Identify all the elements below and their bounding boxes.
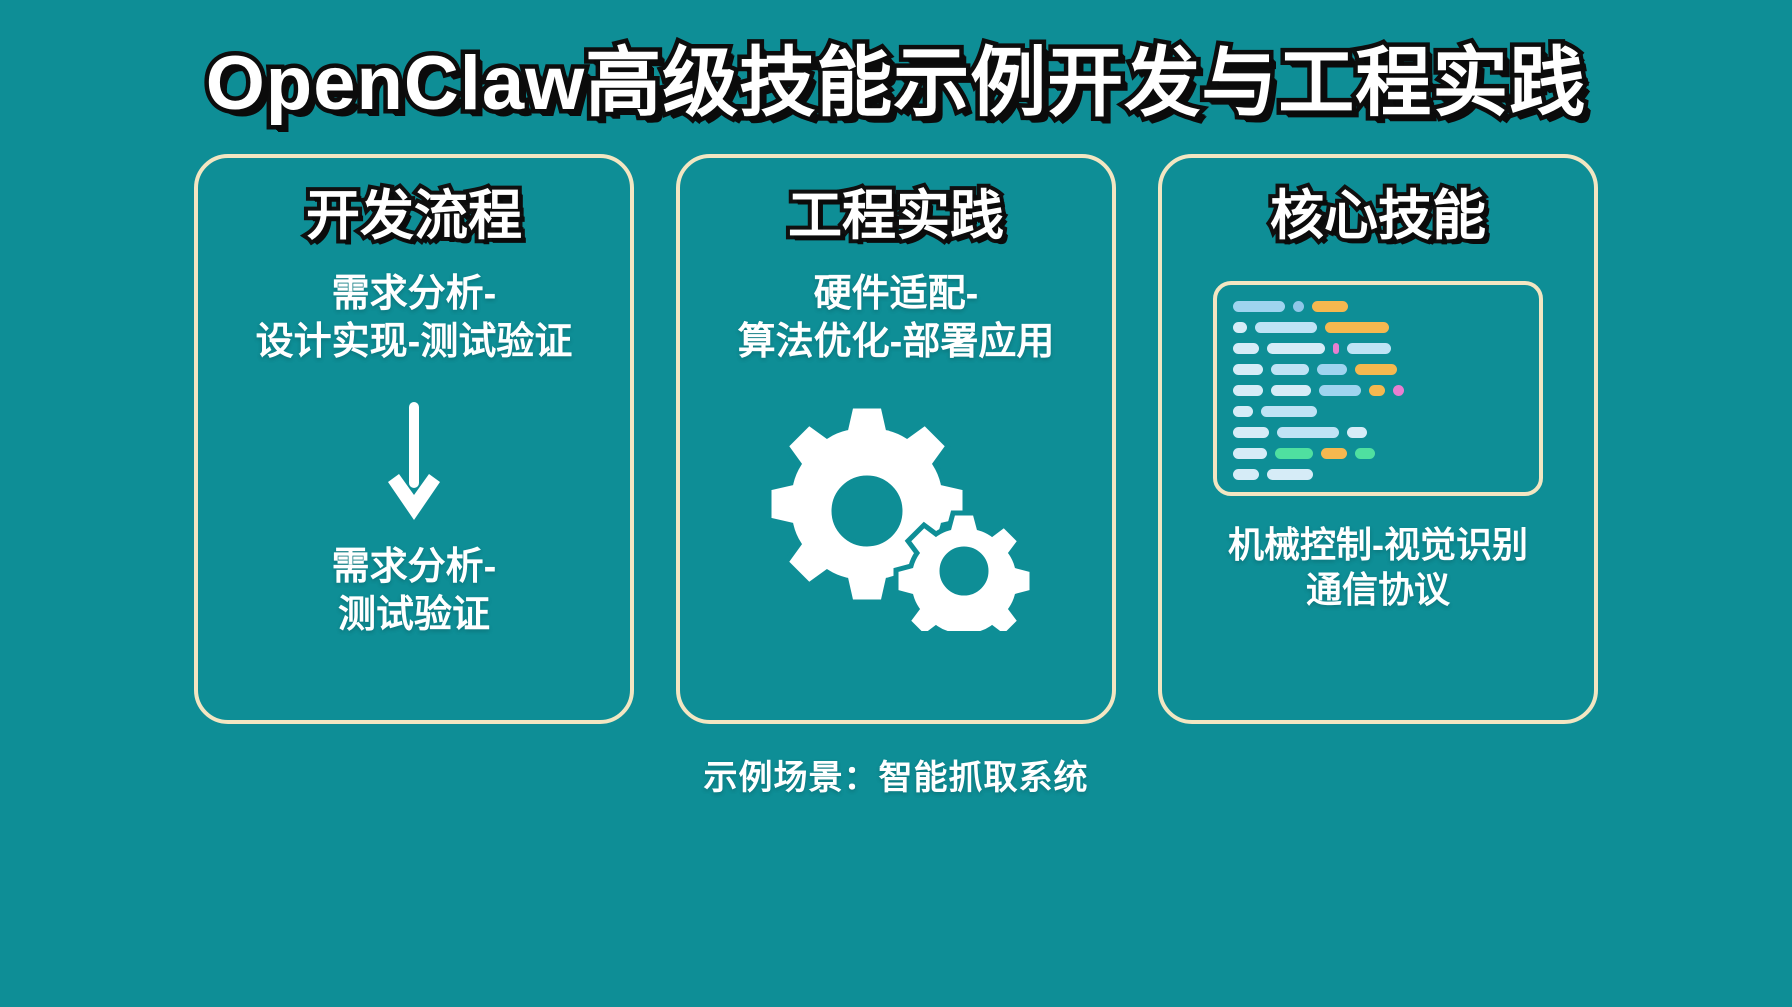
page-title: OpenClaw高级技能示例开发与工程实践 (201, 41, 1590, 126)
code-token (1321, 447, 1347, 459)
card-title: 开发流程 (302, 184, 526, 248)
code-token (1267, 342, 1325, 354)
code-line (1233, 447, 1523, 459)
card-body-bottom: 机械控制-视觉识别 通信协议 (1228, 523, 1528, 611)
code-token (1347, 426, 1367, 438)
code-token (1267, 468, 1313, 480)
code-token (1275, 447, 1313, 459)
footer-caption: 示例场景：智能抓取系统 (703, 759, 1089, 797)
code-token (1233, 426, 1269, 438)
code-token (1233, 300, 1285, 312)
code-line (1233, 321, 1523, 333)
code-line (1233, 342, 1523, 354)
code-token (1369, 384, 1385, 396)
card-title: 工程实践 (784, 184, 1008, 248)
card-body-top: 硬件适配- 算法优化-部署应用 (737, 272, 1055, 363)
code-token (1233, 447, 1267, 459)
card-engineering-practice[interactable]: 工程实践 硬件适配- 算法优化-部署应用 (676, 154, 1116, 724)
cards-row: 开发流程 需求分析- 设计实现-测试验证 需求分析- 测试验证 工程实践 硬件适… (0, 154, 1792, 724)
card-body-bottom: 需求分析- 测试验证 (331, 546, 497, 637)
code-token (1312, 300, 1348, 312)
code-line (1233, 426, 1523, 438)
code-token-dot (1393, 384, 1404, 396)
code-token (1355, 363, 1397, 375)
code-token (1271, 384, 1311, 396)
code-token (1333, 342, 1339, 354)
card-development-process[interactable]: 开发流程 需求分析- 设计实现-测试验证 需求分析- 测试验证 (194, 154, 634, 724)
code-token (1271, 363, 1309, 375)
card-title: 核心技能 (1266, 184, 1490, 248)
card-body-top: 需求分析- 设计实现-测试验证 (255, 272, 573, 363)
code-line (1233, 405, 1523, 417)
code-token (1325, 321, 1389, 333)
code-token (1255, 321, 1317, 333)
code-token (1233, 384, 1263, 396)
code-token (1233, 321, 1247, 333)
code-token (1233, 363, 1263, 375)
title-container: OpenClaw高级技能示例开发与工程实践 (201, 38, 1590, 130)
code-token (1355, 447, 1375, 459)
code-token-dot (1293, 300, 1304, 312)
code-line (1233, 468, 1523, 480)
code-line (1233, 384, 1523, 396)
code-token (1233, 342, 1259, 354)
code-token (1233, 468, 1259, 480)
code-window-icon (1213, 280, 1543, 496)
gears-icon (731, 376, 1061, 636)
code-line (1233, 363, 1523, 375)
down-arrow-icon (379, 402, 449, 522)
code-token (1317, 363, 1347, 375)
code-token (1261, 405, 1317, 417)
code-token (1233, 405, 1253, 417)
card-core-skills[interactable]: 核心技能 机械控制-视觉识别 通信协议 (1158, 154, 1598, 724)
code-token (1347, 342, 1391, 354)
code-token (1277, 426, 1339, 438)
code-token (1319, 384, 1361, 396)
code-line (1233, 300, 1523, 312)
